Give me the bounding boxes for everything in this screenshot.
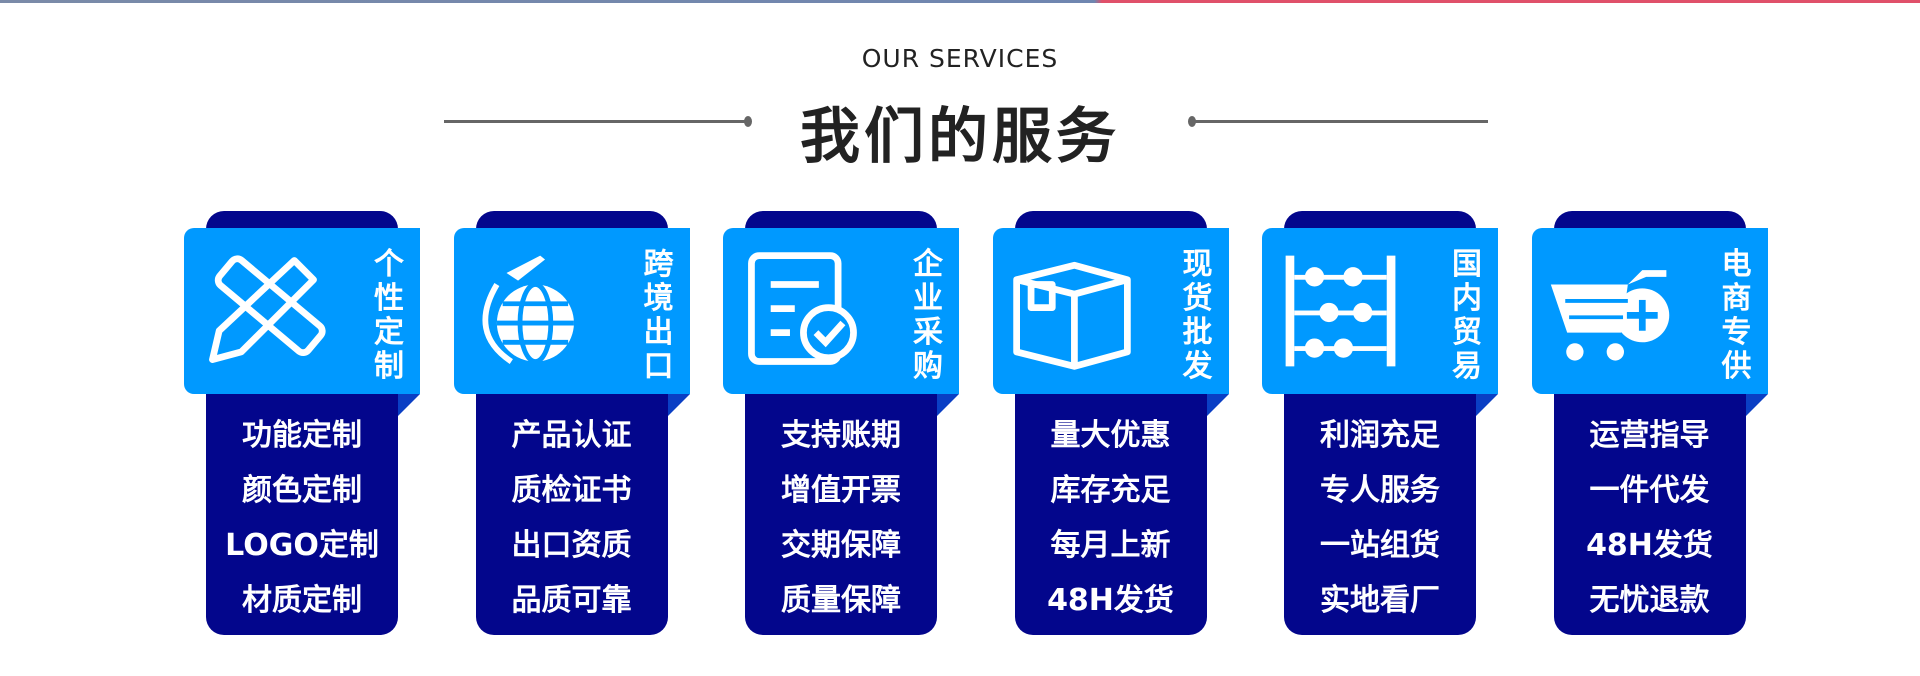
card-item: 交期保障 (781, 528, 901, 563)
service-card: 电商专供运营指导一件代发 48H发货无忧退款 (1531, 211, 1770, 635)
card-item: 无忧退款 (1589, 583, 1710, 618)
card-item: 支持账期 (781, 418, 901, 453)
service-card: 跨境出口产品认证质检证书出口资质品质可靠 (453, 211, 692, 635)
fold-corner (398, 394, 420, 416)
card-item: LOGO定制 (225, 528, 379, 563)
card-items: 运营指导一件代发 48H发货无忧退款 (1554, 408, 1746, 628)
card-item: 运营指导 (1589, 418, 1710, 453)
card-label: 国内贸易 (1452, 247, 1482, 384)
card-item: 48H发货 (1047, 583, 1174, 618)
abacus-icon (1285, 255, 1396, 367)
service-card: 国内贸易利润充足专人服务一站组货实地看厂 (1262, 211, 1500, 635)
card-label: 跨境出口 (643, 247, 674, 384)
service-card: 个性定制功能定制颜色定制 LOGO定制材质定制 (184, 211, 422, 635)
section-title: 我们的服务 (800, 102, 1120, 172)
card-items: 产品认证质检证书出口资质品质可靠 (476, 408, 668, 628)
globe-plane-icon (481, 255, 574, 364)
card-items: 功能定制颜色定制 LOGO定制材质定制 (206, 408, 398, 628)
card-item: 质量保障 (781, 583, 901, 618)
fold-corner (937, 394, 959, 416)
card-item: 产品认证 (511, 418, 632, 453)
card-item: 品质可靠 (511, 583, 632, 618)
top-strip (0, 0, 1920, 3)
document-check-icon (748, 252, 857, 365)
card-item: 库存充足 (1050, 473, 1171, 508)
card-header: 个性定制 (184, 228, 420, 394)
card-label: 个性定制 (374, 247, 404, 384)
card-item: 一站组货 (1320, 528, 1440, 563)
card-item: 专人服务 (1320, 473, 1440, 508)
shopping-cart-plus-icon (1550, 270, 1669, 361)
card-item: 量大优惠 (1050, 418, 1171, 453)
card-item: 一件代发 (1589, 473, 1710, 508)
section-subtitle: OUR SERVICES (861, 44, 1059, 73)
card-item: 实地看厂 (1320, 583, 1440, 618)
card-label: 现货批发 (1182, 247, 1213, 384)
divider-left (444, 120, 749, 123)
box-icon (1012, 261, 1131, 370)
card-label: 企业采购 (913, 247, 943, 384)
card-item: 每月上新 (1050, 528, 1171, 563)
card-items: 利润充足专人服务一站组货实地看厂 (1284, 408, 1476, 628)
card-item: 出口资质 (511, 528, 632, 563)
card-label: 电商专供 (1721, 247, 1752, 384)
card-items: 支持账期增值开票交期保障质量保障 (745, 408, 937, 628)
card-item: 质检证书 (511, 473, 632, 508)
card-item: 材质定制 (242, 583, 362, 618)
fold-corner (1476, 394, 1498, 416)
card-item: 功能定制 (242, 418, 362, 453)
card-header: 现货批发 (992, 228, 1229, 394)
fold-corner (667, 394, 690, 416)
card-header: 电商专供 (1531, 228, 1768, 394)
card-items: 量大优惠库存充足每月上新 48H发货 (1015, 408, 1207, 628)
card-header: 跨境出口 (453, 228, 690, 394)
pencil-ruler-icon (209, 255, 326, 363)
card-item: 增值开票 (781, 473, 901, 508)
card-item: 颜色定制 (242, 473, 362, 508)
service-card: 现货批发量大优惠库存充足每月上新 48H发货 (992, 211, 1231, 635)
card-item: 利润充足 (1320, 418, 1440, 453)
card-item: 48H发货 (1586, 528, 1713, 563)
card-header: 企业采购 (723, 228, 959, 394)
divider-right (1192, 120, 1488, 123)
fold-corner (1206, 394, 1229, 416)
card-header: 国内贸易 (1262, 228, 1498, 394)
fold-corner (1745, 394, 1768, 416)
divider-dot-left (744, 116, 752, 127)
service-card: 企业采购支持账期增值开票交期保障质量保障 (723, 211, 961, 635)
